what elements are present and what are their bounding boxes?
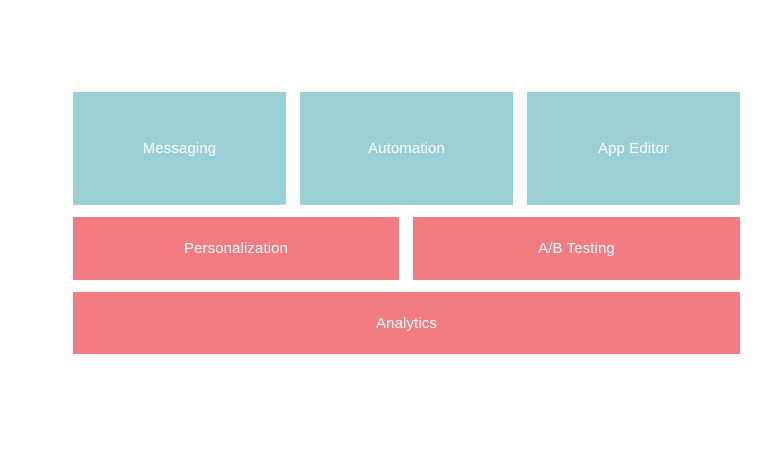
automation-label: Automation: [368, 140, 445, 157]
ab-testing-block: A/B Testing: [413, 217, 740, 280]
analytics-block: Analytics: [73, 292, 740, 354]
messaging-label: Messaging: [142, 140, 217, 157]
personalization-label: Personalization: [183, 240, 289, 257]
ab-testing-label: A/B Testing: [538, 240, 615, 257]
personalization-block: Personalization: [73, 217, 399, 280]
analytics-label: Analytics: [376, 314, 437, 332]
automation-block: Automation: [300, 92, 513, 205]
app-editor-block: App Editor: [527, 92, 740, 205]
messaging-block: Messaging: [73, 92, 286, 205]
app-editor-label: App Editor: [597, 140, 670, 157]
